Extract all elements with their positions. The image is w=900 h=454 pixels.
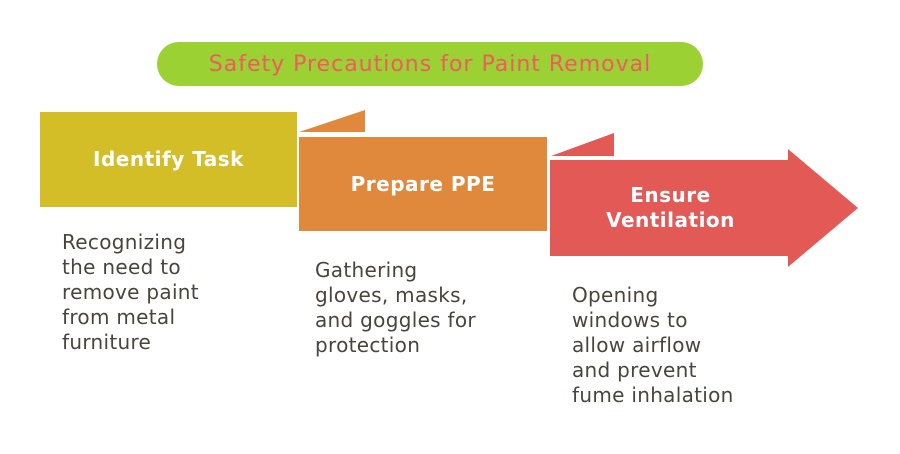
step1-label: Identify Task <box>93 147 244 171</box>
step1-shape <box>40 112 297 207</box>
step3-arrow-shape <box>550 149 858 267</box>
step2-label: Prepare PPE <box>350 171 496 196</box>
step2-fold-triangle <box>299 110 365 132</box>
step2-shape <box>299 137 547 231</box>
title-banner-shape <box>157 42 703 86</box>
step3-description: Opening windows to allow airflow and pre… <box>572 283 734 407</box>
step3-fold-triangle <box>551 133 614 156</box>
diagram-title: Safety Precautions for Paint Removal <box>208 51 652 77</box>
step2-description: Gathering gloves, masks, and goggles for… <box>315 258 476 357</box>
step1-description: Recognizing the need to remove paint fro… <box>62 230 199 354</box>
step3-label: Ensure Ventilation <box>606 183 735 232</box>
